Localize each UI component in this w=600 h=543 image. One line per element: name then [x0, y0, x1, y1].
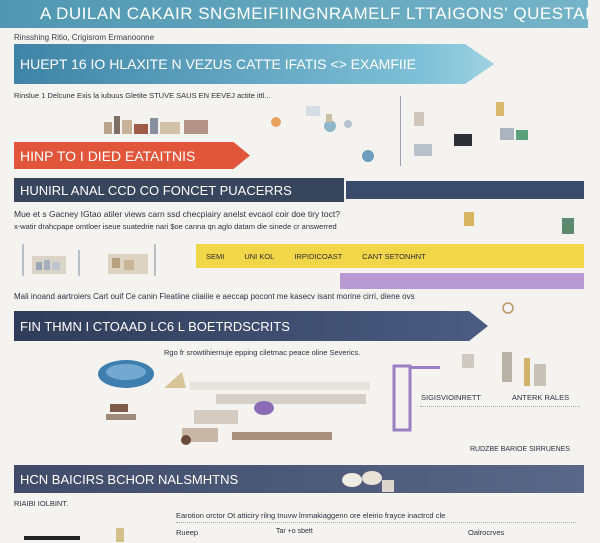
section-heading-3: HUNIRL ANAL CCD CO FONCET PUACERRS — [14, 178, 344, 202]
tools-illustration — [462, 352, 546, 386]
figure-label-3: RUDZBE BARIOE SIRRUENES — [470, 446, 570, 453]
divider-line — [400, 96, 401, 166]
frame-illustration — [392, 364, 440, 432]
tea-cups-icon — [342, 471, 394, 492]
column-label: Oalrocrves — [468, 528, 505, 537]
section-heading-2: HINP TO I DIED EATAITNIS — [14, 142, 250, 169]
paragraph-1: Mue et s Gacney IGtao atiler views carn … — [14, 209, 340, 219]
yellow-item: CANT SETONHNT — [362, 251, 426, 261]
column-label: Rueep — [176, 528, 199, 537]
yellow-item: SEMI — [206, 251, 225, 261]
paragraph-2: Mali inoand aartroiers Cart ouif Ce cani… — [14, 292, 415, 301]
buildings-illustration — [22, 244, 156, 276]
building-icons — [464, 212, 574, 234]
caption-rb: RIAIBI IOLBINT. — [14, 499, 69, 508]
people-illustration — [271, 106, 352, 132]
small-figure-icon — [362, 150, 374, 162]
pin-icon — [502, 302, 514, 314]
footer-divider — [176, 522, 576, 523]
figure-label-1: SIGISVIOINRETT — [421, 393, 482, 402]
dotted-divider — [420, 406, 580, 407]
skyline-illustration — [104, 116, 208, 134]
yellow-band: SEMI UNI KOL IRPIDICOAST CANT SETONHNT — [196, 244, 584, 268]
paragraph-3: Rgo fr srowtihiernuje epping ciletmac pe… — [164, 348, 361, 357]
footer-text: Earotion orctor Ot atticiry rilng tnuvw … — [176, 511, 446, 520]
section-heading-4: FIN THMN I CTOAAD LC6 L BOETRDSCRITS — [14, 311, 488, 341]
bottom-illustration — [24, 528, 124, 542]
paragraph-1b: x-watir drahcpape omtloer iseue suatedri… — [14, 222, 337, 231]
section-heading-1: HUEPT 16 IO HLAXITE N VEZUS CATTE IFATIS… — [14, 44, 494, 84]
objects-illustration — [414, 102, 528, 156]
section-heading-5: HCN BAICIRS BCHOR NALSMHTNS — [14, 465, 584, 493]
row-caption-1: Rinslue 1 Delcune Exis la iubuus Gletite… — [14, 91, 271, 100]
title-banner: A DUILAN CAKAIR SNGMEIFIINGNRAMELF LTTAI… — [0, 0, 588, 28]
lavender-band — [340, 273, 584, 289]
navy-band — [346, 181, 584, 199]
figure-label-2: ANTERK RALES — [512, 393, 570, 402]
yellow-item: UNI KOL — [244, 251, 275, 261]
column-label: Tar +o sbett — [276, 528, 313, 535]
machinery-illustration — [98, 360, 370, 445]
subtitle: Rinsshing Ritio, Crigisrom Ermanoonne — [14, 33, 155, 42]
yellow-item: IRPIDICOAST — [294, 251, 343, 261]
